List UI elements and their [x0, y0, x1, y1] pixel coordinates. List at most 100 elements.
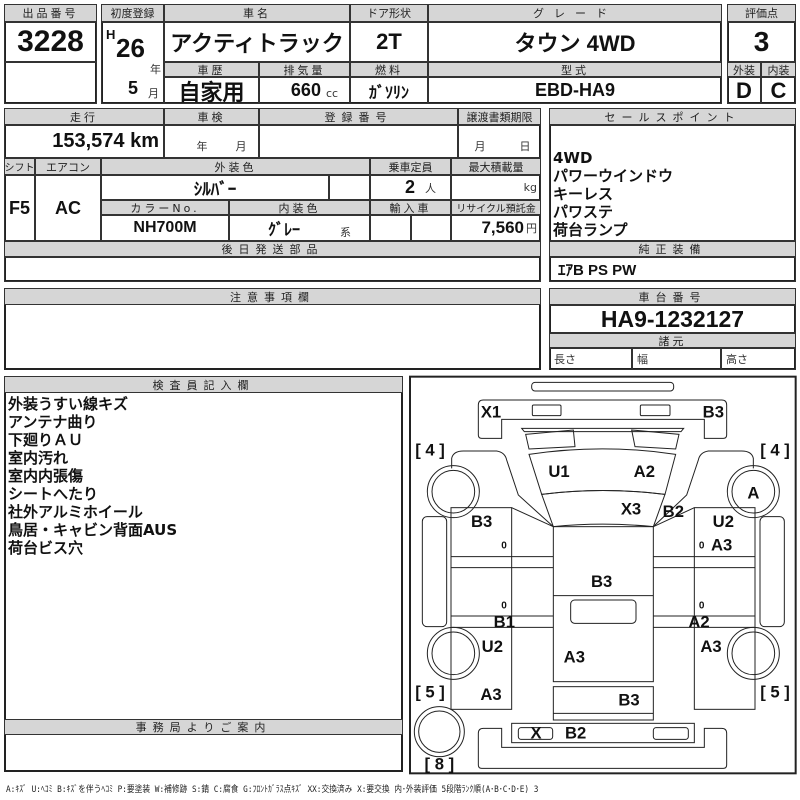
damage-mark: U1 [548, 462, 569, 481]
ext-color-extra [329, 175, 370, 200]
lot-number: 3228 [4, 22, 97, 62]
tire-tread: [ 5 ] [760, 683, 790, 702]
color-no-label: カラーNo. [101, 200, 229, 215]
windshield [540, 490, 666, 528]
damage-mark: A2 [688, 613, 709, 632]
damage-mark: X3 [621, 499, 641, 518]
recycle-label: リサイクル預託金 [451, 200, 541, 215]
inspector-line: 荷台ビス穴 [8, 539, 84, 557]
chassis-label: 車台番号 [549, 288, 796, 305]
capacity-cell: 2 人 [370, 175, 451, 200]
side-right [693, 507, 756, 710]
sales-point: パワーウインドウ [553, 167, 674, 185]
sales-point: キーレス [553, 185, 614, 203]
damage-mark: X [530, 724, 541, 743]
damage-mark: U2 [713, 512, 734, 531]
door-handle: 0 [501, 540, 507, 551]
damage-diagram: X1 B3 U1 A2 A X3 B2 B3 U2 A3 B3 B1 A2 U2… [408, 375, 797, 775]
damage-mark: A3 [711, 535, 732, 554]
door-handle: 0 [699, 600, 705, 611]
import-a [370, 215, 411, 241]
int-color-label: 内装色 [229, 200, 370, 215]
wheel-front-right [726, 465, 780, 519]
damage-mark: B3 [471, 512, 492, 531]
inspector-line: 下廻りＡＵ [8, 431, 84, 449]
first-reg-label: 初度登録 [101, 4, 164, 22]
shift: F5 [4, 175, 35, 241]
inspector-line: 鳥居・キャビン背面AUS [8, 521, 178, 539]
int-score: C [761, 77, 796, 104]
ext-color-label: 外装色 [101, 158, 370, 175]
score: 3 [727, 22, 796, 62]
step-left [421, 516, 448, 628]
tire-tread: [ 8 ] [425, 754, 455, 773]
ac-label: エアコン [35, 158, 101, 175]
front-bumper [477, 399, 728, 439]
recycle-fee: 7,560 [481, 218, 524, 237]
legend: A:ｷｽﾞ U:ﾍｺﾐ B:ｷｽﾞを伴うﾍｺﾐ P:要塗装 W:補修跡 S:錆 … [6, 785, 539, 795]
displacement-unit: cc [325, 87, 339, 100]
damage-mark: B3 [618, 690, 639, 709]
lot-empty [4, 62, 97, 104]
ext-color: ｼﾙﾊﾞｰ [101, 175, 329, 200]
int-color-cell: ｸﾞﾚｰ 系 [229, 215, 370, 241]
equipment: ｴｱB PS PW [549, 257, 796, 282]
displacement-cell: 660 cc [259, 77, 350, 104]
spare-wheel [413, 706, 465, 758]
sales-point: パワステ [553, 203, 614, 221]
month-unit: 月 [148, 87, 159, 100]
damage-mark: A3 [564, 648, 585, 667]
rear-lamp-right [652, 727, 689, 740]
score-label: 評価点 [727, 4, 796, 22]
later-parts-label: 後日発送部品 [4, 241, 541, 257]
recycle-cell: 7,560 円 [451, 215, 541, 241]
tire-tread: [ 5 ] [415, 683, 445, 702]
side-left-lines [451, 507, 554, 628]
displacement: 660 [290, 80, 321, 100]
damage-mark: U2 [482, 637, 503, 656]
damage-mark: A [747, 483, 759, 502]
rear-bumper [477, 727, 728, 769]
step-right [759, 516, 785, 628]
import-label: 輸入車 [370, 200, 451, 215]
side-left [450, 507, 513, 710]
wheel-rear-left [426, 626, 480, 680]
inspection-year-unit: 年 [196, 140, 208, 153]
door-handle: 0 [501, 600, 507, 611]
cab-bed [552, 526, 654, 683]
car-name: アクティトラック [164, 22, 350, 62]
grade: タウン 4WD [428, 22, 722, 62]
inspector-line: 社外アルミホイール [8, 503, 143, 521]
door-type: 2T [350, 22, 428, 62]
max-load-label: 最大積載量 [451, 158, 541, 175]
equipment-label: 純正装備 [549, 241, 796, 257]
mileage: 153,574 km [4, 125, 164, 158]
transfer-month-unit: 月 [474, 140, 486, 153]
roof-bar [531, 381, 675, 392]
sales-point: 4WD [553, 149, 593, 167]
mirror-right [631, 429, 680, 450]
reg-no [259, 125, 458, 158]
ac: AC [35, 175, 101, 241]
transfer-day-unit: 日 [519, 140, 531, 153]
tailgate [552, 686, 654, 721]
damage-mark: A3 [480, 685, 501, 704]
specs-label: 諸元 [549, 333, 796, 348]
first-reg-cell: H 26 年 5 月 [101, 22, 164, 104]
reg-year: 26 [116, 33, 145, 63]
width-label: 幅 [632, 348, 721, 370]
front-lamp-left [531, 404, 562, 417]
tire-tread: [ 4 ] [760, 440, 790, 459]
model-code: EBD-HA9 [428, 77, 722, 104]
fender-left [451, 450, 554, 528]
damage-mark: A2 [634, 462, 655, 481]
fender-right [652, 450, 754, 528]
int-color-suffix: 系 [340, 226, 351, 239]
inspector-label: 検査員記入欄 [4, 376, 403, 393]
inspector-line: 外装うすい線キズ [8, 395, 129, 413]
damage-mark: A3 [700, 637, 721, 656]
transfer-cell: 月 日 [458, 125, 541, 158]
reg-month: 5 [128, 78, 139, 98]
inspector-line: 室内汚れ [8, 449, 69, 467]
rear-lamp-left [517, 727, 554, 740]
